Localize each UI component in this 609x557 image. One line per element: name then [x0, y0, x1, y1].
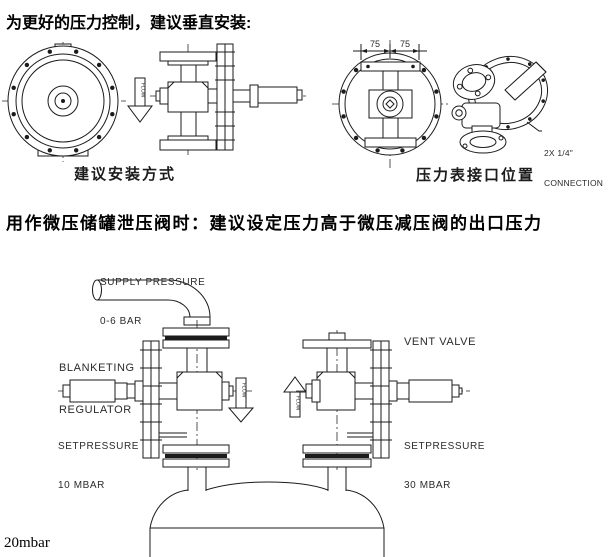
diaphragm-bolt-ticks	[140, 350, 162, 440]
flange-bolts	[341, 67, 439, 153]
flow-up-arrow-icon: FLOW	[284, 377, 306, 417]
supply-line1: SUPPLY PRESSURE	[100, 277, 206, 288]
flow-label: FLOW	[140, 83, 146, 98]
gauge-diagram-caption: 压力表接口位置	[415, 167, 535, 184]
left-label-line2: REGULATOR	[59, 404, 132, 416]
page-heading-middle: 用作微压储罐泄压阀时：建议设定压力高于微压减压阀的出口压力	[6, 214, 543, 233]
callout-line1: 2X 1/4"	[544, 148, 573, 158]
diaphragm-bolt-ticks	[215, 52, 235, 140]
flow-label: FLOW	[241, 383, 247, 398]
gauge-port-front-view: 75 75	[332, 39, 448, 168]
left-set-line1: SETPRESSURE	[58, 441, 140, 452]
page-heading-top: 为更好的压力控制，建议垂直安装:	[6, 15, 252, 32]
right-set-line2: 30 MBAR	[404, 480, 451, 491]
regulator-front-view	[2, 42, 126, 162]
storage-tank	[150, 482, 384, 557]
dim-left-label: 75	[370, 39, 380, 49]
vent-valve-assembly	[296, 330, 470, 491]
callout-line2: CONNECTION	[544, 178, 604, 188]
flow-label: FLOW	[295, 396, 301, 411]
top-flange-disc	[449, 59, 499, 104]
gauge-port-iso-view	[449, 45, 558, 153]
callout-leader	[527, 122, 542, 131]
vent-valve-label: VENT VALVE	[404, 336, 477, 348]
piping-diagram: FLOW FLOW	[58, 280, 470, 557]
right-setpressure-label: SETPRESSURE 30 MBAR	[404, 414, 485, 518]
dimension-75-75: 75 75	[353, 39, 427, 60]
blanketing-regulator-label: BLANKETING REGULATOR	[59, 333, 135, 445]
supply-line2: 0-6 BAR	[100, 316, 142, 327]
diaphragm-bolt-ticks	[370, 350, 392, 440]
flange-bolts	[11, 49, 115, 153]
install-diagram-caption: 建议安装方式	[73, 166, 176, 183]
left-set-line2: 10 MBAR	[58, 480, 105, 491]
connection-callout: 2X 1/4" CONNECTION	[544, 128, 603, 208]
flow-down-arrow-icon: FLOW	[128, 78, 152, 122]
dim-right-label: 75	[400, 39, 410, 49]
regulator-side-view: FLOW	[128, 44, 306, 158]
footer-note: 20mbar	[4, 535, 50, 551]
flow-down-arrow-icon: FLOW	[229, 378, 253, 422]
left-label-line1: BLANKETING	[59, 362, 135, 374]
left-setpressure-label: SETPRESSURE 10 MBAR	[58, 414, 139, 518]
supply-pressure-label: SUPPLY PRESSURE 0-6 BAR	[100, 250, 205, 354]
right-set-line1: SETPRESSURE	[404, 441, 486, 452]
blanketing-regulator-assembly	[58, 320, 252, 491]
